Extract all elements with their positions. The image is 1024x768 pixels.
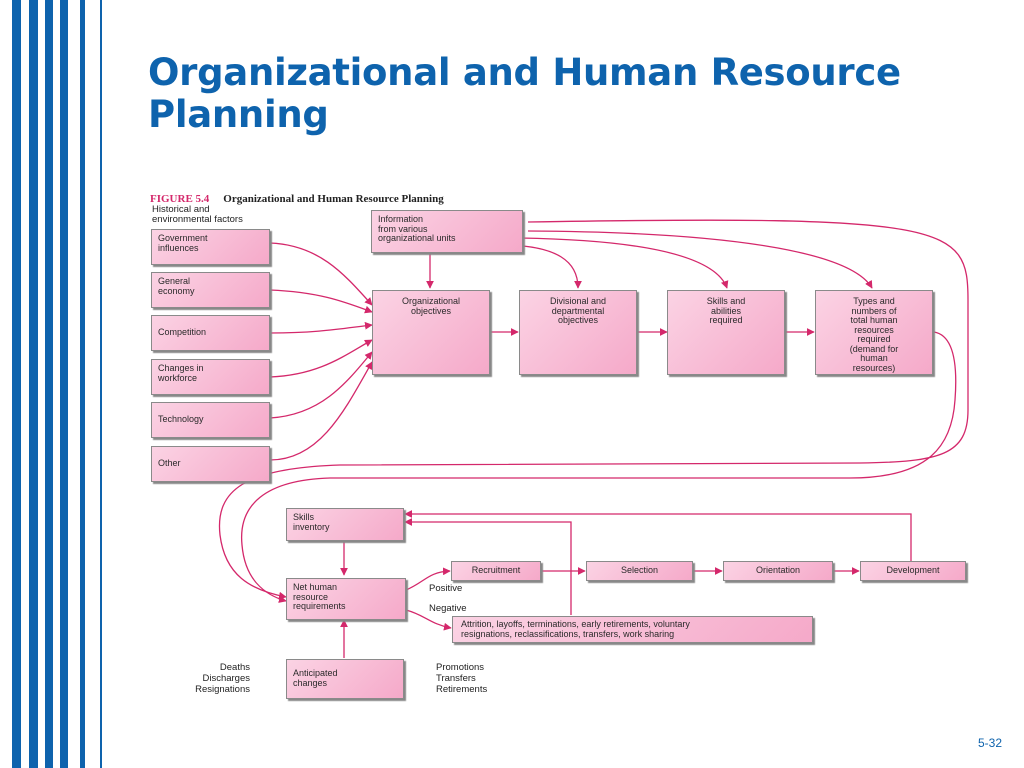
types-required-line: resources <box>854 324 894 335</box>
factor-box-line: Changes in <box>158 363 204 373</box>
factor-box-competition: Competition <box>151 315 270 351</box>
orientation-label: Orientation <box>755 565 801 575</box>
figure-caption-text: Organizational and Human Resource Planni… <box>223 193 444 205</box>
divisional-objectives-line: departmental <box>551 305 605 316</box>
info-box-line: Information <box>378 214 424 224</box>
arrow-factor-to-objectives <box>269 339 373 378</box>
negative-outcome-line: Attrition, layoffs, terminations, early … <box>461 619 690 629</box>
net-requirements-line: Net human <box>293 582 338 592</box>
negative-outcome-box: Attrition, layoffs, terminations, early … <box>452 616 813 643</box>
org-objectives-line: Organizational <box>401 296 461 306</box>
net-requirements-line: requirements <box>293 601 346 611</box>
factor-box-line: Technology <box>158 414 204 424</box>
decor-bar-6 <box>100 0 102 768</box>
types-required-box: Types and numbers of total human resourc… <box>815 290 933 375</box>
skills-inventory-line: inventory <box>293 521 330 532</box>
types-required-line: resources) <box>852 362 896 373</box>
info-box: Information from various organizational … <box>371 210 523 253</box>
types-required-line: required <box>857 334 891 344</box>
types-required-line: Types and <box>853 296 895 306</box>
divisional-objectives-box: Divisional and departmental objectives <box>519 290 637 375</box>
page-number: 5-32 <box>977 736 1002 750</box>
arrow-types-loop <box>241 331 957 603</box>
factor-box-line: economy <box>158 285 195 296</box>
arrow-info-loop <box>218 219 969 600</box>
anticipated-changes-line: Anticipated <box>293 668 338 678</box>
selection-box: Selection <box>586 561 693 581</box>
figure-caption: FIGURE 5.4 Organizational and Human Resou… <box>150 193 444 205</box>
info-box-line: organizational units <box>378 233 456 243</box>
section-label-line: Historical and <box>152 204 210 215</box>
arrow-factor-to-objectives <box>269 289 373 314</box>
figure-number: FIGURE 5.4 <box>150 193 210 205</box>
section-label-line: environmental factors <box>152 214 243 225</box>
arrow-development-to-skills <box>404 510 912 561</box>
factor-box-line: Competition <box>158 327 207 337</box>
left-changes-item: Discharges <box>202 673 250 684</box>
recruitment-label: Recruitment <box>471 565 521 575</box>
skills-required-line: required <box>709 315 743 325</box>
arrow-factor-to-objectives <box>269 321 373 334</box>
org-objectives-box: Organizational objectives <box>372 290 490 375</box>
factor-box-other: Other <box>151 446 270 482</box>
factor-box-economy: General economy <box>151 272 270 308</box>
divisional-objectives-line: Divisional and <box>549 296 607 306</box>
positive-label: Positive <box>429 583 463 594</box>
factor-box-line: Government <box>158 233 208 243</box>
development-label: Development <box>886 565 940 575</box>
skills-inventory-box: Skills inventory <box>286 508 404 541</box>
factor-box-government: Government influences <box>151 229 270 265</box>
skills-required-box: Skills and abilities required <box>667 290 785 375</box>
divisional-objectives-line: objectives <box>557 315 599 325</box>
left-changes-item: Resignations <box>195 684 250 695</box>
factor-box-workforce: Changes in workforce <box>151 359 270 395</box>
development-box: Development <box>860 561 966 581</box>
factor-box-technology: Technology <box>151 402 270 438</box>
selection-label: Selection <box>620 565 659 575</box>
decor-bar-1 <box>12 0 21 768</box>
arrow-info-to-types <box>527 230 873 289</box>
factor-box-line: workforce <box>158 372 198 383</box>
types-required-line: (demand for <box>849 343 899 354</box>
section-label: Historical and environmental factors <box>152 205 243 225</box>
org-objectives-line: objectives <box>410 305 452 316</box>
decor-bar-2 <box>29 0 38 768</box>
negative-outcome-line: resignations, reclassifications, transfe… <box>461 628 675 639</box>
factor-box-line: General <box>158 276 191 286</box>
arrow-factor-to-objectives <box>269 361 373 461</box>
arrow-net-to-attrition <box>405 609 452 631</box>
left-changes-list: Deaths Discharges Resignations <box>160 662 250 695</box>
arrow-factor-to-objectives <box>269 351 373 419</box>
net-requirements-line: resource <box>293 591 329 602</box>
left-changes-item: Deaths <box>219 662 250 673</box>
types-required-line: total human <box>850 315 898 325</box>
arrow-net-to-recruitment <box>405 567 451 591</box>
net-requirements-box: Net human resource requirements <box>286 578 406 620</box>
arrow-attrition-to-skills <box>404 518 572 615</box>
right-changes-item: Retirements <box>436 684 488 695</box>
skills-required-line: abilities <box>710 305 741 316</box>
anticipated-changes-line: changes <box>293 677 328 688</box>
factor-box-line: Other <box>158 458 181 468</box>
right-changes-list: Promotions Transfers Retirements <box>436 662 536 695</box>
info-box-line: from various <box>378 223 428 234</box>
right-changes-item: Promotions <box>436 662 485 673</box>
types-required-line: human <box>860 353 888 363</box>
skills-required-line: Skills and <box>706 296 746 306</box>
anticipated-changes-box: Anticipated changes <box>286 659 404 699</box>
negative-label: Negative <box>429 603 467 614</box>
types-required-line: numbers of <box>851 305 897 316</box>
factor-box-line: influences <box>158 242 199 253</box>
right-changes-item: Transfers <box>436 673 476 684</box>
skills-inventory-line: Skills <box>293 512 315 522</box>
decor-bar-3 <box>45 0 53 768</box>
slide-title: Organizational and Human Resource Planni… <box>148 51 901 136</box>
arrow-factor-to-objectives <box>269 242 373 306</box>
orientation-box: Orientation <box>723 561 833 581</box>
decor-bar-4 <box>60 0 68 768</box>
decor-bar-5 <box>80 0 85 768</box>
recruitment-box: Recruitment <box>451 561 541 581</box>
arrow-info-to-skills <box>519 237 729 289</box>
